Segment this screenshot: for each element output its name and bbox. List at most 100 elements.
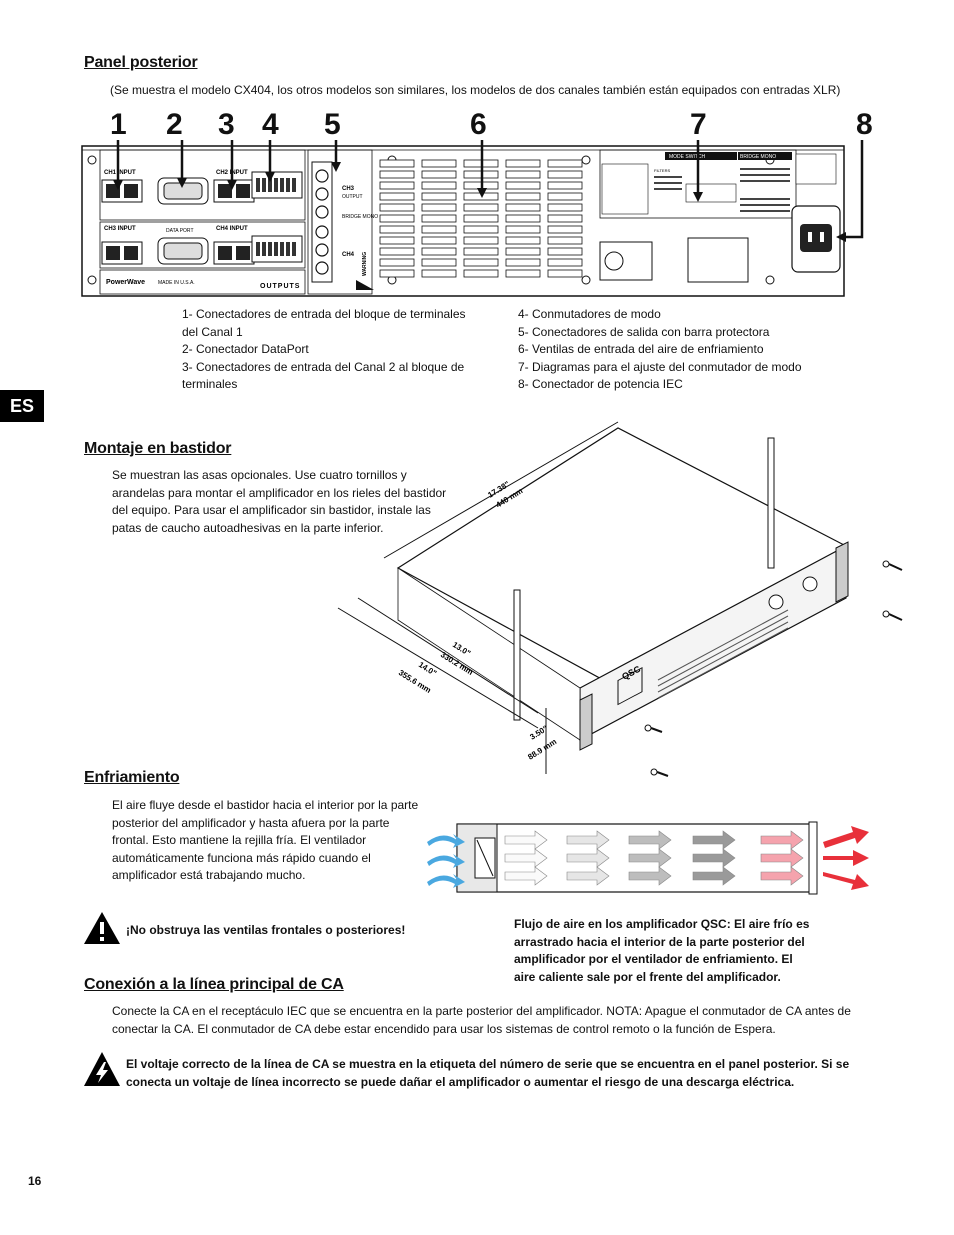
cooling-warning: ¡No obstruya las ventilas frontales o po… [126,923,406,937]
airflow-arrow [628,830,672,850]
electric-shock-icon [84,1052,120,1086]
vent-slot [463,236,499,245]
vent-slot [505,170,541,179]
airflow-arrow [504,866,548,886]
language-tab: ES [0,390,44,422]
legend-item-2: 2- Conectador DataPort [182,342,309,356]
airflow-arrow [692,866,736,886]
ch3-input-label: CH3 INPUT [104,226,136,232]
airflow-arrow [628,848,672,868]
airflow-arrow [760,830,804,850]
cooling-body: El aire fluye desde el bastidor hacia el… [112,798,419,882]
legend-item-3: 3- Conectadores de entrada del Canal 2 a… [182,359,465,392]
callout-5: 5 [324,108,341,141]
callout-2: 2 [166,108,183,141]
vent-slot [379,159,415,168]
vent-slot [463,269,499,278]
airflow-arrow [760,866,804,886]
vent-slot [505,269,541,278]
vent-slot [505,192,541,201]
airflow-arrow [566,830,610,850]
vent-slot [421,269,457,278]
vent-slot [379,247,415,256]
vent-slot [547,181,583,190]
airflow-arrow [692,830,736,850]
legend-item-5: 5- Conectadores de salida con barra prot… [518,324,770,339]
vent-slot [547,203,583,212]
ch3-output-label: CH3 [342,186,355,192]
vent-slot [421,181,457,190]
vent-slot [463,258,499,267]
ch4-output-label: CH4 [342,252,355,258]
vent-slot [505,214,541,223]
airflow-arrow [504,848,548,868]
vent-slot [379,225,415,234]
cooling-title: Enfriamiento [84,769,180,786]
vent-slot [379,258,415,267]
airflow-arrow [566,848,610,868]
legend-item-7: 7- Diagramas para el ajuste del conmutad… [518,359,802,374]
airflow-arrow [628,866,672,886]
callout-3: 3 [218,108,235,141]
vent-slot [379,214,415,223]
brand-label: PowerWave [106,279,145,286]
output-label: OUTPUT [342,194,363,200]
legend-item-8: 8- Conectador de potencia IEC [518,377,683,391]
vent-slot [505,258,541,267]
vent-slot [547,236,583,245]
vent-slot [421,258,457,267]
mode-switch-label: MODE SWITCH [669,154,705,160]
vent-slot [379,170,415,179]
airflow-diagram [427,821,869,895]
ac-mains-body: Conecte la CA en el receptáculo IEC que … [112,1004,851,1036]
outputs-label: OUTPUTS [260,283,300,290]
legend-item-4: 4- Conmutadores de modo [518,307,661,321]
data-port-label: DATA PORT [166,228,194,234]
vent-slot [421,170,457,179]
vent-slot [547,225,583,234]
ch1-input-label: CH1 INPUT [104,170,136,176]
vent-slot [547,192,583,201]
vent-slot [547,159,583,168]
vent-slot [505,225,541,234]
ch4-input-label: CH4 INPUT [216,226,248,232]
callout-1: 1 [110,108,127,141]
vent-slot [421,236,457,245]
vent-slot [421,225,457,234]
airflow-arrow [566,866,610,886]
airflow-arrow [692,848,736,868]
callout-7: 7 [690,108,707,141]
page-number: 16 [28,1174,42,1188]
vent-slot [505,159,541,168]
airflow-caption: Flujo de aire en los amplificador QSC: E… [514,917,810,984]
warning-triangle-icon [84,912,120,944]
vent-slot [505,181,541,190]
airflow-arrow [504,830,548,850]
vent-slot [379,203,415,212]
rear-panel-note: (Se muestra el modelo CX404, los otros m… [110,83,841,97]
vent-slot [547,258,583,267]
vent-slot [463,225,499,234]
dim-h-mm: 88.9 mm [526,737,558,762]
bridge-mono-top-label: BRIDGE MONO [740,154,776,160]
warning-label: WARNING [362,252,368,276]
rack-mount-title: Montaje en bastidor [84,440,232,457]
rack-mount-diagram: QSC 17.38" 440 mm 13.0" 330.2 mm 14.0" 3… [337,421,903,777]
vent-slot [421,214,457,223]
vent-slot [379,181,415,190]
vent-slot [463,247,499,256]
dim-d2-in: 14.0" [417,660,438,678]
airflow-arrow [760,848,804,868]
made-in-label: MADE IN U.S.A. [158,280,195,286]
vent-slot [505,203,541,212]
legend-item-6: 6- Ventilas de entrada del aire de enfri… [518,342,764,356]
vent-slot [421,159,457,168]
callout-8: 8 [856,108,873,141]
vent-slot [505,247,541,256]
filters-label: FILTERS [654,168,670,173]
callout-4: 4 [262,108,279,141]
callout-6: 6 [470,108,487,141]
vent-slot [379,269,415,278]
ac-mains-title: Conexión a la línea principal de CA [84,976,344,993]
vent-slot [505,236,541,245]
